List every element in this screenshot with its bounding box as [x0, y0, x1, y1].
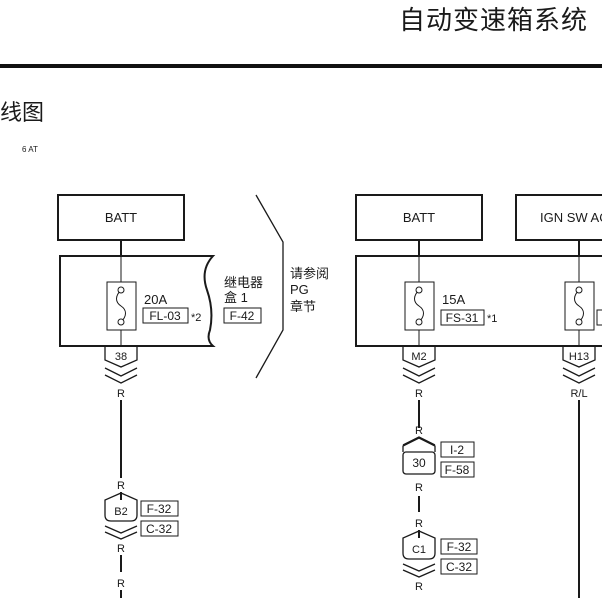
relay-box-label-1: 继电器 — [224, 275, 263, 290]
wire-color-ign: R/L — [570, 388, 587, 400]
splice-conn-a: I-2 — [450, 443, 464, 457]
junction-box-outline — [355, 255, 602, 347]
pin-m2: M2 — [411, 351, 426, 363]
variant-label: 6 AT — [22, 145, 38, 154]
junction-conn-right-a: F-32 — [447, 540, 472, 554]
pin-h13: H13 — [569, 351, 589, 363]
splice-conn-b: F-58 — [445, 463, 470, 477]
batt-label-right: BATT — [403, 210, 435, 225]
wire-color-left-1: R — [117, 388, 125, 400]
reference-note-2: PG — [290, 282, 309, 297]
ign-sw-label: IGN SW AC — [540, 210, 602, 225]
fuse-note-left: *2 — [191, 312, 201, 324]
reference-note-3: 章节 — [290, 299, 316, 314]
relay-box-conn: F-42 — [230, 309, 255, 323]
splice-pin-30: 30 — [412, 456, 426, 470]
pin-38: 38 — [115, 351, 127, 363]
wire-color-right-3: R — [415, 482, 423, 494]
wire-color-right-4: R — [415, 518, 423, 530]
junction-conn-left-b: C-32 — [146, 522, 172, 536]
junction-conn-right-b: C-32 — [446, 560, 472, 574]
wire-color-right-1: R — [415, 388, 423, 400]
fuse-id-left: FL-03 — [149, 309, 181, 323]
pin-b2: B2 — [114, 506, 127, 518]
reference-bracket — [255, 194, 284, 379]
batt-label-left: BATT — [105, 210, 137, 225]
wire-color-right-5: R — [415, 581, 423, 593]
header-divider — [0, 64, 602, 68]
wire-color-left-2: R — [117, 480, 125, 492]
wire-color-right-2: R — [415, 425, 423, 437]
fuse-id-right: FS-31 — [446, 311, 479, 325]
fuse-rating-right: 15A — [442, 292, 465, 307]
ign-sw-source-box — [515, 194, 602, 241]
junction-conn-left-a: F-32 — [147, 502, 172, 516]
reference-note-1: 请参阅 — [290, 266, 329, 281]
fuse-rating-left: 20A — [144, 292, 167, 307]
wire-color-left-3: R — [117, 543, 125, 555]
relay-box-label-2: 盒 1 — [224, 290, 248, 305]
section-title: 线图 — [0, 100, 45, 125]
fuse-note-right: *1 — [487, 313, 497, 325]
wire-color-left-4: R — [117, 578, 125, 590]
pin-c1: C1 — [412, 544, 426, 556]
header-title: 自动变速箱系统 — [398, 5, 588, 35]
relay-box-outline — [59, 255, 216, 347]
